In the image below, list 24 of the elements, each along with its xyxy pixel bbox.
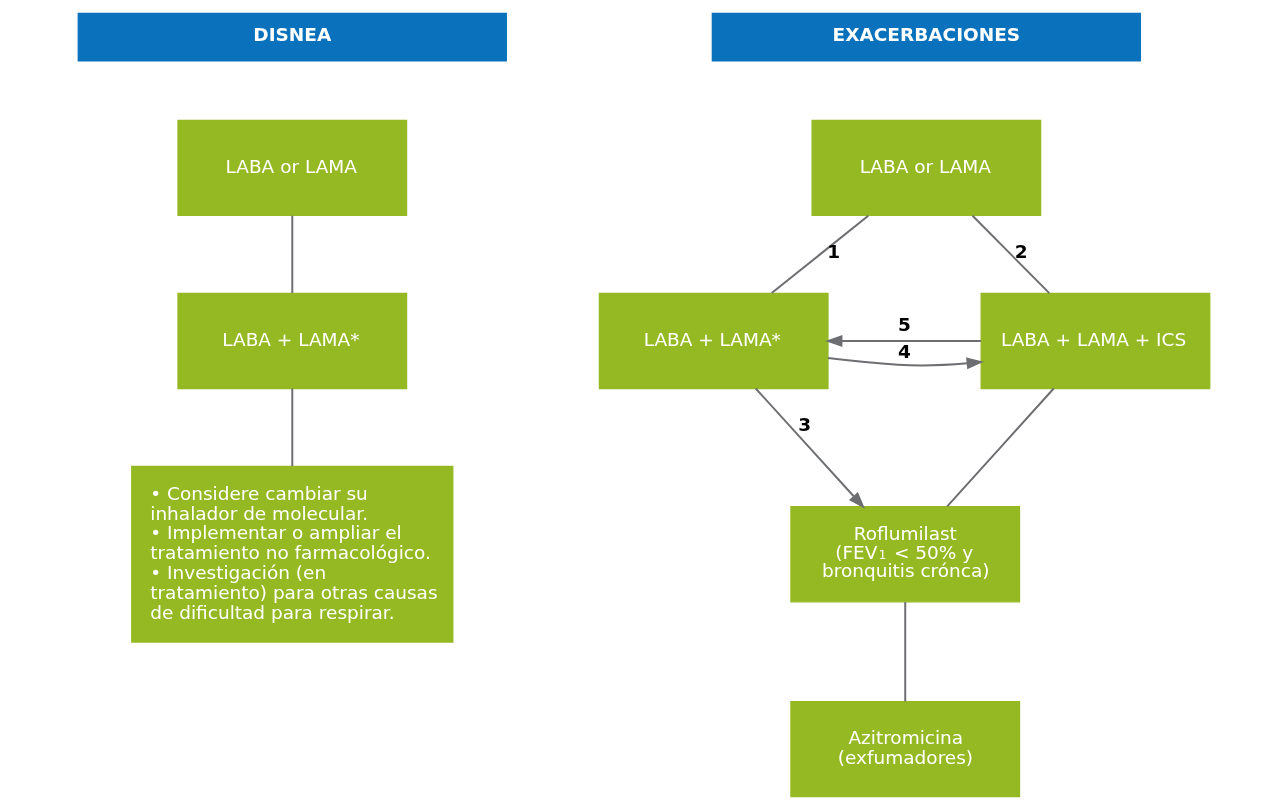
arrow	[826, 357, 984, 370]
node-box: EXACERBACIONES	[711, 12, 1141, 62]
connector	[770, 214, 869, 295]
edge-label: 3	[797, 414, 811, 436]
node-box: Azitromicina (exfumadores)	[789, 700, 1020, 798]
edge-label: 5	[897, 313, 911, 335]
edge-label: 2	[1014, 240, 1028, 262]
connector	[903, 601, 906, 703]
connector	[290, 214, 293, 295]
node-box: DISNEA	[77, 12, 507, 62]
node-box: LABA + LAMA*	[598, 292, 829, 390]
arrow	[754, 387, 865, 509]
edge-label: 1	[826, 240, 840, 262]
node-box: LABA + LAMA*	[176, 292, 407, 390]
connector	[290, 387, 293, 468]
arrow	[824, 334, 982, 347]
node-box: LABA or LAMA	[810, 119, 1041, 217]
node-box: • Considere cambiar su inhalador de molecular. • Implementar o ampliar el tratamiento no farmacológico. • Investigación (en tratamiento) para otras causas de dificultad para respirar.	[130, 465, 453, 643]
node-box: LABA + LAMA + ICS	[980, 292, 1210, 390]
edge-label: 4	[897, 341, 911, 363]
connector	[971, 214, 1050, 295]
connector	[945, 387, 1055, 508]
node-box: LABA or LAMA	[176, 119, 407, 217]
node-box: Roflumilast (FEV1 < 50% y bronquitis crónca)	[789, 506, 1020, 603]
